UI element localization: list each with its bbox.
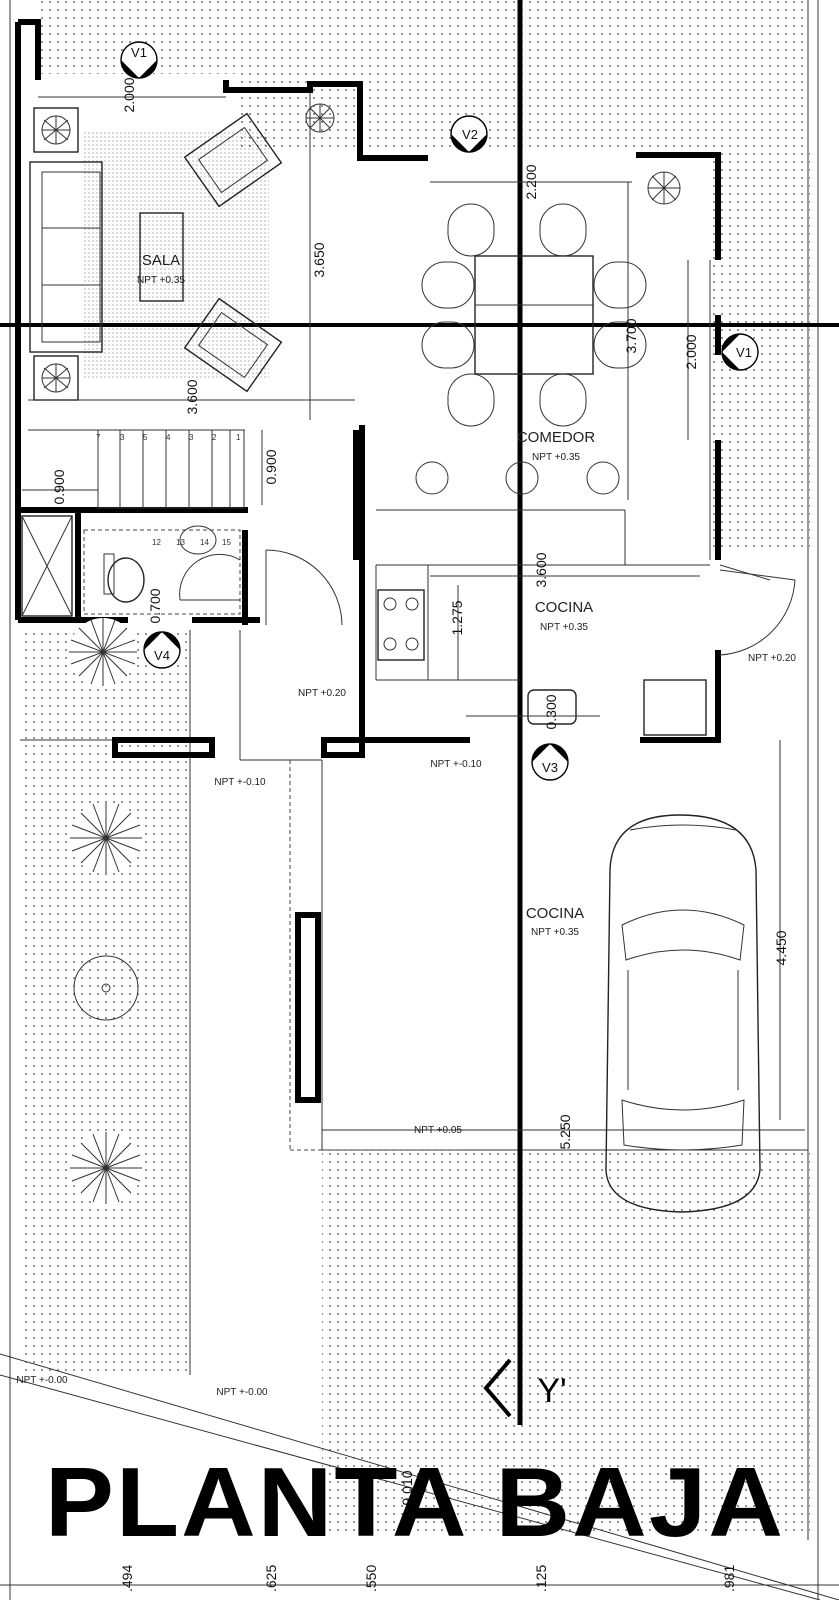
- svg-text:3: 3: [189, 433, 194, 442]
- level-label-banqueta-centro: NPT +-0.00: [216, 1387, 268, 1398]
- level-label-banqueta-izq: NPT +-0.00: [16, 1375, 68, 1386]
- level-label-acceso-cocina: NPT +-0.10: [430, 759, 482, 770]
- svg-text:12: 12: [152, 538, 161, 547]
- dimension-0700: 0.700: [147, 588, 163, 623]
- svg-text:7: 7: [96, 433, 101, 442]
- level-label-comedor: NPT +0.35: [532, 452, 580, 463]
- garden-areas: [20, 0, 810, 1535]
- svg-text:V2: V2: [462, 127, 478, 142]
- dimension-3650: 3.650: [311, 242, 327, 277]
- dimension-bottom-125: .125: [533, 1565, 549, 1592]
- dimension-bottom-494: .494: [119, 1565, 135, 1592]
- coffee-table: [139, 212, 184, 302]
- room-label-cocina: COCINA: [535, 599, 593, 616]
- svg-text:Y': Y': [537, 1372, 566, 1410]
- dimension-lines: [0, 92, 839, 1586]
- side-plant-icon: [33, 107, 79, 401]
- level-label-cochera-borde: NPT +0.05: [414, 1125, 462, 1136]
- dimension-2000-right: 2.000: [683, 334, 699, 369]
- dimension-0900-stair: 0.900: [263, 449, 279, 484]
- dimension-bottom-550: .550: [363, 1565, 379, 1592]
- svg-text:5: 5: [143, 433, 148, 442]
- dimension-0300: 0.300: [543, 694, 559, 729]
- ceiling-lamp-icon: [305, 103, 681, 205]
- fridge: [643, 679, 707, 736]
- svg-text:3: 3: [120, 433, 125, 442]
- dimension-0900-left: 0.900: [51, 469, 67, 504]
- bar-stools: [415, 461, 620, 495]
- dimension-5250: 5.250: [557, 1114, 573, 1149]
- doors: [265, 549, 796, 656]
- level-label-pasillo: NPT +0.20: [298, 688, 346, 699]
- window-mark-v2: V2: [450, 115, 488, 153]
- section-mark: Y': [483, 1358, 567, 1418]
- level-label-cochera: NPT +0.35: [531, 927, 579, 938]
- dimension-2000-top: 2.000: [121, 77, 137, 112]
- stove: [377, 589, 425, 661]
- window-mark-v1-right: V1: [721, 333, 759, 371]
- dimension-2200: 2.200: [523, 164, 539, 199]
- window-mark-v4: V4: [143, 631, 181, 669]
- armchair-bottom: [183, 297, 283, 393]
- car-icon: [605, 814, 761, 1213]
- drawing-title: PLANTA BAJA: [45, 1447, 785, 1557]
- window-mark-v3: V3: [531, 743, 569, 781]
- svg-text:V1: V1: [131, 45, 147, 60]
- level-label-acceso: NPT +-0.10: [214, 777, 266, 788]
- svg-text:2: 2: [212, 433, 217, 442]
- room-label-sala: SALA: [142, 252, 180, 269]
- window-mark-v1-top: V1: [120, 41, 158, 79]
- svg-text:V1: V1: [736, 345, 752, 360]
- stairs: [97, 429, 245, 509]
- room-label-comedor: COMEDOR: [517, 429, 596, 446]
- dimension-3600-sala: 3.600: [184, 379, 200, 414]
- dimension-bottom-625: .625: [263, 1565, 279, 1592]
- plants: [69, 618, 142, 1204]
- dimension-4450: 4.450: [773, 930, 789, 965]
- sofa: [29, 161, 103, 353]
- svg-text:V3: V3: [542, 760, 558, 775]
- svg-text:1: 1: [236, 433, 241, 442]
- armchair-top: [183, 112, 283, 208]
- dining-table: [421, 203, 647, 427]
- level-label-patio: NPT +0.20: [748, 653, 796, 664]
- svg-text:13: 13: [176, 538, 185, 547]
- bathroom: [21, 515, 241, 617]
- dimension-bottom-981: .981: [721, 1565, 737, 1592]
- walls: [15, 19, 721, 1103]
- level-label-sala: NPT +0.35: [137, 275, 185, 286]
- dimension-3600-cocina: 3.600: [533, 552, 549, 587]
- svg-text:V4: V4: [154, 648, 170, 663]
- room-label-cochera: COCINA: [526, 905, 584, 922]
- svg-text:15: 15: [222, 538, 231, 547]
- stair-step-numbers: 7 3 5 4 3 2 1 12 13 14 15: [96, 433, 241, 547]
- dimension-3700: 3.700: [623, 318, 639, 353]
- svg-text:4: 4: [166, 433, 171, 442]
- svg-text:14: 14: [200, 538, 209, 547]
- dimension-9010: 9.010: [399, 1470, 415, 1505]
- dimension-1275: 1.275: [449, 600, 465, 635]
- sink: [527, 689, 577, 725]
- level-label-cocina: NPT +0.35: [540, 622, 588, 633]
